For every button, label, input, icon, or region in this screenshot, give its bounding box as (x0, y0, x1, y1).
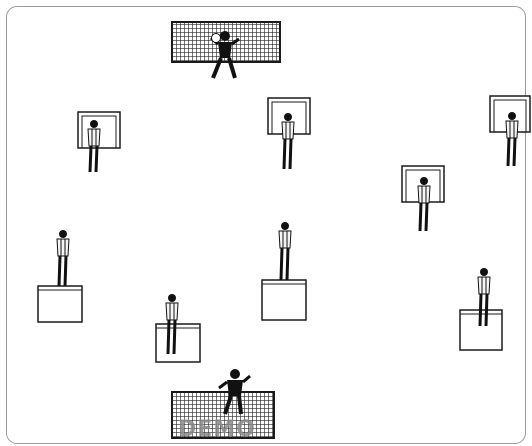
player-right-platform (477, 268, 491, 327)
player-left-goal (87, 120, 101, 173)
shooter-player (218, 369, 251, 415)
goal-watermark-text: DEMO (178, 417, 256, 442)
player-center-platform (278, 222, 292, 281)
player-center-goal (281, 113, 295, 170)
figure-frame (6, 6, 526, 444)
ball (211, 33, 221, 43)
player-far-right-goal (505, 112, 519, 167)
platform-left (37, 285, 83, 323)
player-lower-left-platform (165, 294, 179, 355)
bottom-goal: DEMO (171, 391, 275, 442)
platform-lower-left (155, 323, 201, 363)
player-left-platform (56, 230, 70, 287)
platform-center (261, 279, 307, 321)
player-right-goal (417, 177, 431, 232)
